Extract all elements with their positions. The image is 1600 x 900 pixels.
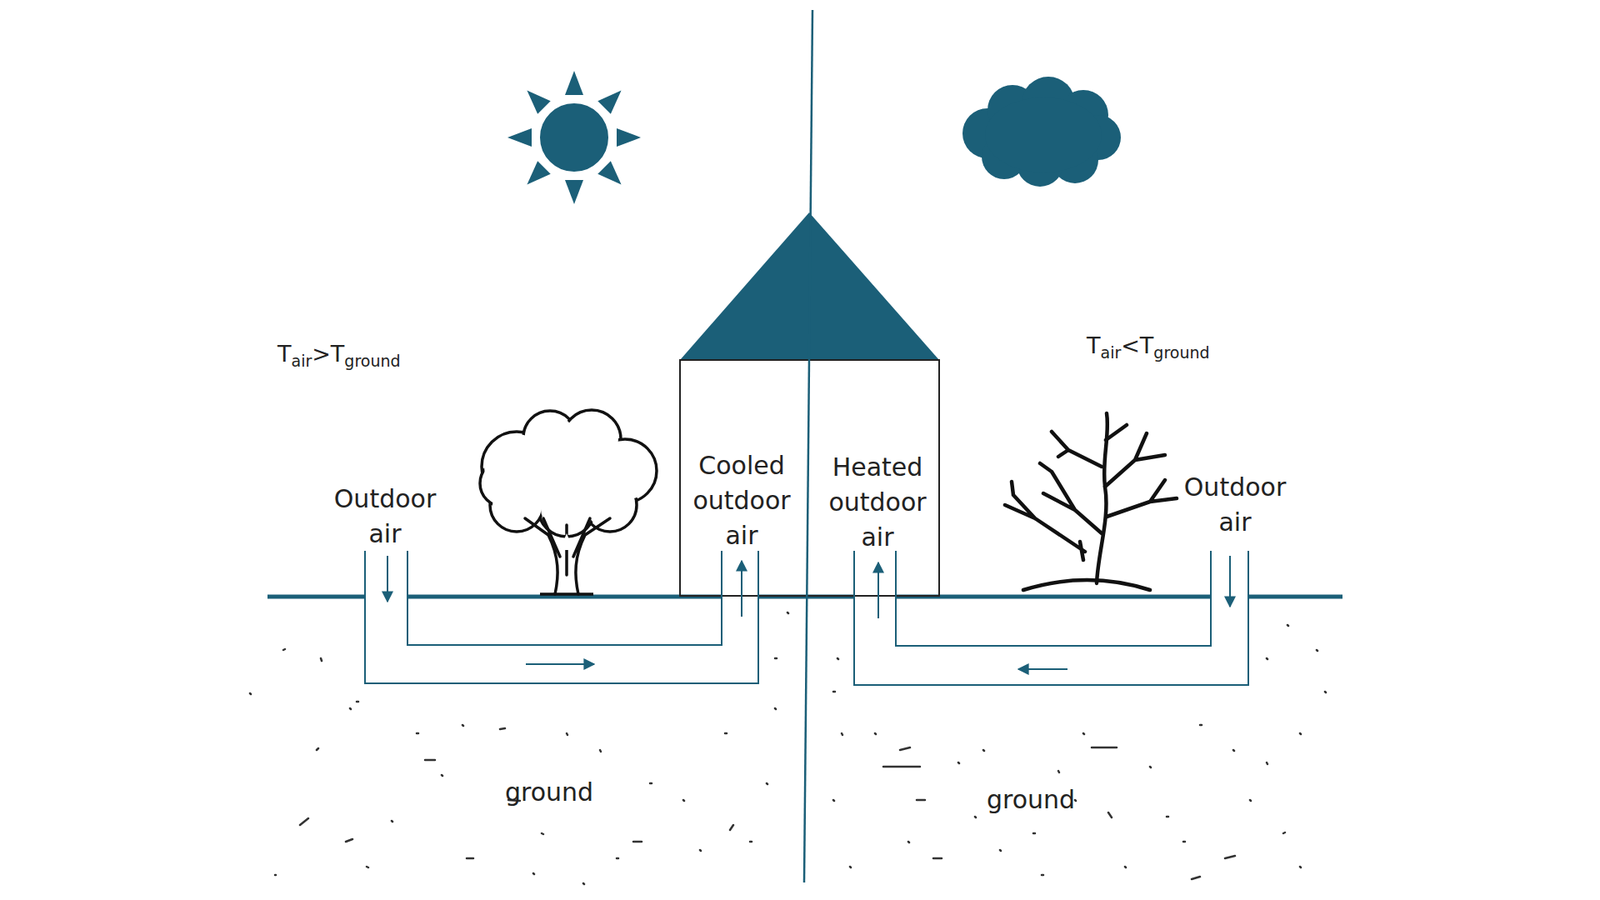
subscript-text: air xyxy=(1100,343,1122,362)
air-label: Outdoor air xyxy=(322,481,448,552)
air-label: Cooled outdoor air xyxy=(679,448,805,554)
temperature-condition: Tair>Tground xyxy=(277,340,401,375)
subscript-text: air xyxy=(291,351,313,370)
temperature-condition: Tair<Tground xyxy=(1086,331,1210,367)
subscript-text: ground xyxy=(344,351,400,370)
symbol-text: <T xyxy=(1120,332,1154,359)
symbol-text: >T xyxy=(311,340,345,367)
air-label: ground xyxy=(947,782,1115,818)
subscript-text: ground xyxy=(1153,343,1210,362)
flow-arrow xyxy=(387,555,1230,670)
air-label: Outdoor air xyxy=(1172,470,1298,540)
air-label: Heated outdoor air xyxy=(815,450,940,555)
bare-tree xyxy=(1005,413,1177,590)
cloud-symbol xyxy=(962,76,1121,187)
divider-line xyxy=(804,10,813,883)
symbol-text: T xyxy=(277,340,292,367)
symbol-text: T xyxy=(1086,332,1101,359)
sun-symbol xyxy=(507,70,641,205)
air-label: ground xyxy=(465,775,633,810)
ground-speckles xyxy=(250,612,1326,885)
earth-air-duct xyxy=(854,550,1249,685)
earth-air-duct xyxy=(365,550,759,684)
leafy-tree xyxy=(480,410,657,595)
